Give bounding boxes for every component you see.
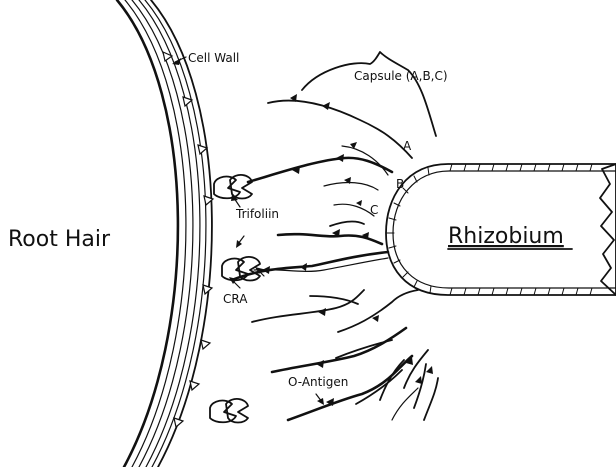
label-cra: CRA (223, 292, 248, 306)
cell-wall-pointer (172, 57, 186, 65)
label-o-antigen: O-Antigen (288, 375, 348, 389)
cra-lectin (222, 257, 260, 281)
capsule-polymers (248, 52, 436, 271)
o-antigen-fibrils (232, 252, 438, 420)
strand-c (334, 204, 374, 216)
label-trifoliin: Trifoliin (235, 207, 279, 221)
label-rhizobium: Rhizobium (448, 224, 564, 249)
trifoliin-lectin-upper (214, 175, 252, 199)
cell-wall (117, 0, 212, 467)
label-c: C (370, 203, 378, 217)
label-root-hair: Root Hair (8, 227, 111, 252)
label-capsule: Capsule (A,B,C) (354, 69, 448, 83)
trifoliin-lectin-lower (210, 399, 248, 423)
label-a: A (403, 139, 412, 153)
strand-b (248, 158, 392, 182)
label-cell-wall: Cell Wall (188, 51, 239, 65)
strand-a (268, 101, 412, 158)
label-b: B (396, 177, 404, 191)
